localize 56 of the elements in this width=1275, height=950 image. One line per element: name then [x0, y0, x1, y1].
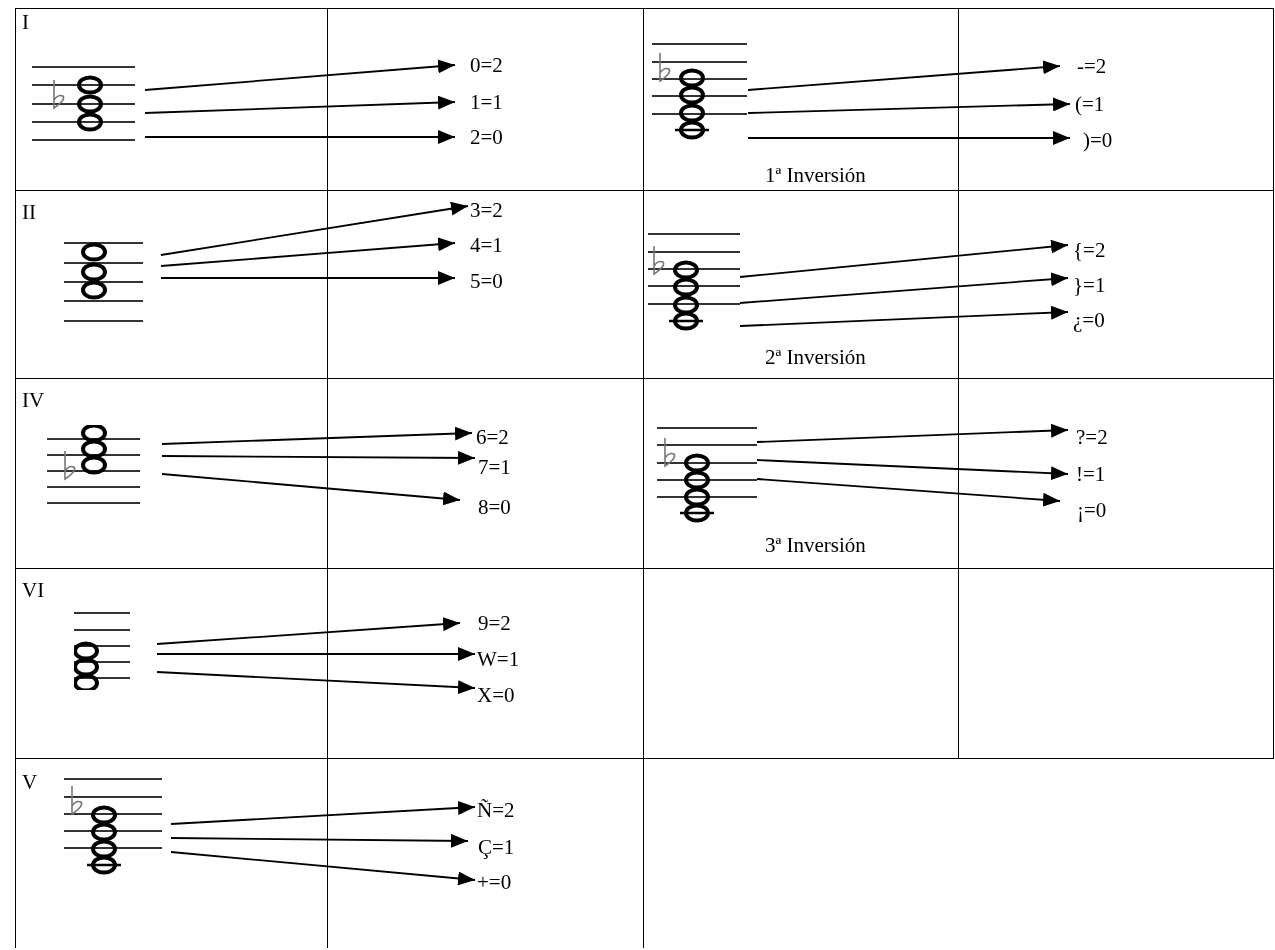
degree-numeral: II	[22, 200, 36, 224]
mapping-label: 2=0	[455, 125, 503, 149]
inversion-caption: 2ª Inversión	[765, 345, 866, 369]
arrow	[739, 272, 1069, 304]
inversion-caption: 3ª Inversión	[765, 533, 866, 557]
degree-numeral: IV	[22, 388, 45, 412]
arrow	[170, 833, 469, 848]
mapping-label: 6=2	[472, 425, 509, 449]
arrow	[170, 851, 476, 886]
arrow	[144, 59, 456, 91]
arrow	[161, 450, 476, 465]
mapping-label: }=1	[1068, 273, 1106, 297]
arrow	[739, 305, 1069, 327]
mapping-label: )=0	[1070, 128, 1113, 152]
mapping-label: 4=1	[455, 233, 503, 257]
mapping-label: ?=2	[1068, 425, 1108, 449]
mapping-label: 3=2	[468, 198, 503, 222]
arrow	[156, 671, 476, 695]
arrow	[160, 237, 456, 267]
arrow	[144, 130, 456, 144]
arrow	[160, 271, 456, 285]
mapping-label: (=1	[1070, 92, 1105, 116]
mapping-label: 0=2	[455, 53, 503, 77]
mapping-label: +=0	[475, 870, 512, 894]
mapping-label: {=2	[1068, 238, 1106, 262]
mapping-label: 5=0	[455, 269, 503, 293]
mapping-label: W=1	[475, 647, 520, 671]
arrow	[756, 478, 1061, 507]
mapping-label: ¿=0	[1068, 308, 1105, 332]
mapping-label: 8=0	[460, 495, 511, 519]
mapping-label: 7=1	[475, 455, 511, 479]
arrow	[161, 426, 473, 445]
mapping-label: Ñ=2	[475, 798, 515, 822]
degree-numeral: V	[22, 770, 38, 794]
arrow	[156, 617, 461, 645]
inversion-caption: 1ª Inversión	[765, 163, 866, 187]
arrow	[747, 131, 1071, 145]
degree-numeral: VI	[22, 578, 45, 602]
mapping-label: -=2	[1060, 54, 1107, 78]
mapping-label: Ç=1	[468, 835, 515, 859]
degree-numeral: I	[22, 10, 29, 34]
mapping-label: !=1	[1068, 462, 1106, 486]
arrow	[161, 473, 461, 506]
arrow	[756, 459, 1069, 481]
arrow	[747, 60, 1061, 91]
mapping-label: X=0	[475, 683, 515, 707]
arrow	[756, 423, 1069, 443]
mapping-label: ¡=0	[1060, 498, 1107, 522]
arrow	[170, 800, 476, 825]
mapping-label: 9=2	[460, 611, 511, 635]
arrow	[739, 239, 1069, 278]
arrow	[156, 647, 476, 661]
arrow	[144, 95, 456, 114]
arrow	[747, 97, 1071, 114]
arrow	[160, 201, 469, 256]
mapping-label: 1=1	[455, 90, 503, 114]
